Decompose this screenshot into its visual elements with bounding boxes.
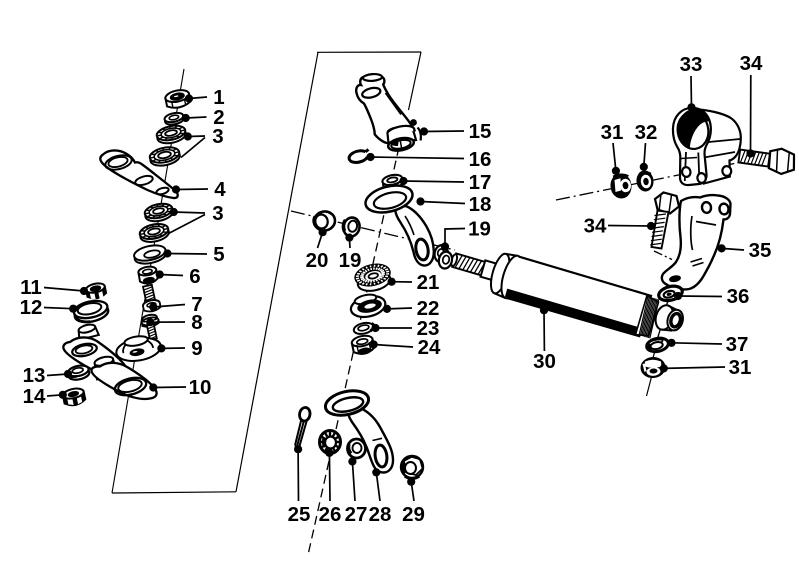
svg-text:14: 14 (23, 385, 46, 408)
svg-text:3: 3 (212, 202, 223, 225)
svg-text:20: 20 (306, 249, 329, 272)
svg-text:3: 3 (212, 125, 223, 148)
svg-text:31: 31 (729, 356, 752, 379)
svg-text:12: 12 (20, 296, 43, 319)
svg-text:25: 25 (288, 503, 311, 526)
svg-text:33: 33 (680, 53, 703, 76)
svg-text:29: 29 (402, 503, 425, 526)
svg-text:5: 5 (213, 243, 224, 266)
svg-text:10: 10 (189, 376, 212, 399)
svg-text:16: 16 (469, 148, 492, 171)
svg-text:34: 34 (584, 215, 607, 238)
svg-text:34: 34 (740, 52, 763, 75)
svg-text:8: 8 (191, 311, 202, 334)
svg-text:27: 27 (345, 503, 368, 526)
svg-text:13: 13 (23, 364, 46, 387)
svg-text:30: 30 (533, 350, 556, 373)
svg-text:35: 35 (749, 239, 772, 262)
svg-text:17: 17 (469, 171, 492, 194)
svg-text:37: 37 (726, 333, 749, 356)
svg-text:24: 24 (418, 336, 441, 359)
svg-text:4: 4 (214, 178, 226, 201)
svg-text:19: 19 (468, 218, 491, 241)
svg-text:32: 32 (635, 121, 658, 144)
svg-text:19: 19 (339, 249, 362, 272)
svg-text:9: 9 (191, 337, 202, 360)
svg-text:28: 28 (369, 503, 392, 526)
svg-text:18: 18 (469, 193, 492, 216)
svg-text:6: 6 (189, 265, 200, 288)
svg-text:15: 15 (469, 120, 492, 143)
svg-text:36: 36 (727, 285, 750, 308)
svg-text:31: 31 (601, 121, 624, 144)
svg-text:26: 26 (319, 503, 342, 526)
svg-text:21: 21 (417, 271, 440, 294)
